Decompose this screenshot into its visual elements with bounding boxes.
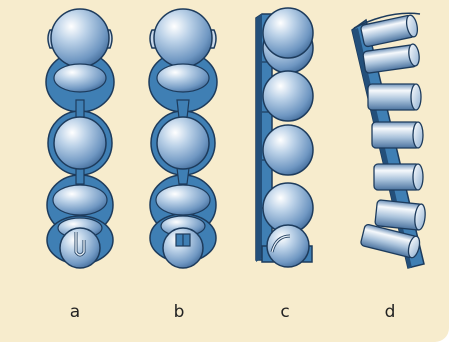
figure-label-d: d xyxy=(384,302,396,322)
figure-c-sphere-strip xyxy=(255,7,314,268)
figure-a-sphere-chain xyxy=(45,8,115,269)
figure-label-b: b xyxy=(173,302,185,322)
figure-d-cylinder-strip xyxy=(351,12,426,269)
figure-b-sphere-chain xyxy=(148,8,218,269)
figure-label-c: c xyxy=(280,302,290,322)
figure-label-a: a xyxy=(69,302,81,322)
